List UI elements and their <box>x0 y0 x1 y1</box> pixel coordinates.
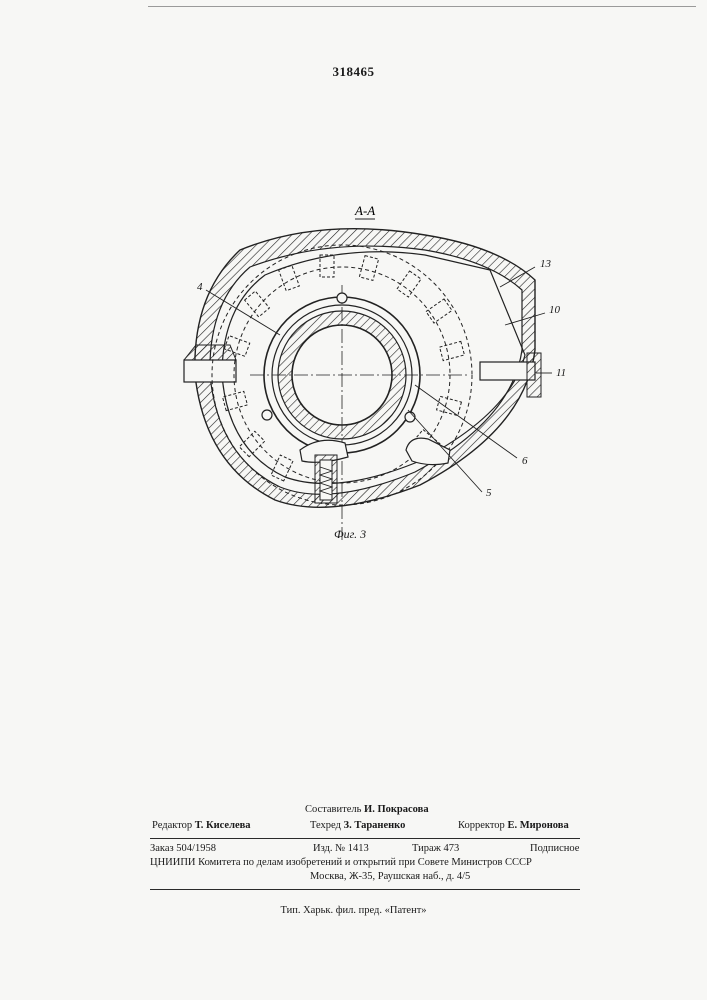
techred-line: Техред З. Тараненко <box>310 818 405 834</box>
technical-drawing: А-А <box>170 195 590 550</box>
publication-block: Заказ 504/1958 Изд. № 1413 Тираж 473 Под… <box>150 842 590 884</box>
figure-caption: Фиг. 3 <box>334 527 366 542</box>
print-run: Тираж 473 <box>412 842 459 856</box>
order-number: Заказ 504/1958 <box>150 842 216 856</box>
imprint-block: Составитель И. Покрасова Редактор Т. Кис… <box>150 802 590 834</box>
publisher-org: ЦНИИПИ Комитета по делам изобретений и о… <box>150 856 532 870</box>
compiler-line: Составитель И. Покрасова <box>305 802 429 818</box>
patent-number: 318465 <box>0 64 707 80</box>
callout-13: 13 <box>540 258 552 270</box>
corrector-line: Корректор Е. Миронова <box>458 818 569 834</box>
issue-number: Изд. № 1413 <box>313 842 369 856</box>
publisher-address: Москва, Ж-35, Раушская наб., д. 4/5 <box>310 870 470 884</box>
subscription-note: Подписное <box>530 842 579 856</box>
callout-5: 5 <box>486 487 492 499</box>
callout-4: 4 <box>197 281 203 293</box>
printer-footer: Тип. Харьк. фил. пред. «Патент» <box>0 905 707 916</box>
top-edge-rule <box>148 6 696 7</box>
footer-divider <box>150 889 580 890</box>
section-label: А-А <box>354 203 375 218</box>
editor-line: Редактор Т. Киселева <box>152 818 251 834</box>
callout-6: 6 <box>522 455 528 467</box>
callout-10: 10 <box>549 304 561 316</box>
callout-11: 11 <box>556 367 566 379</box>
imprint-divider <box>150 838 580 839</box>
